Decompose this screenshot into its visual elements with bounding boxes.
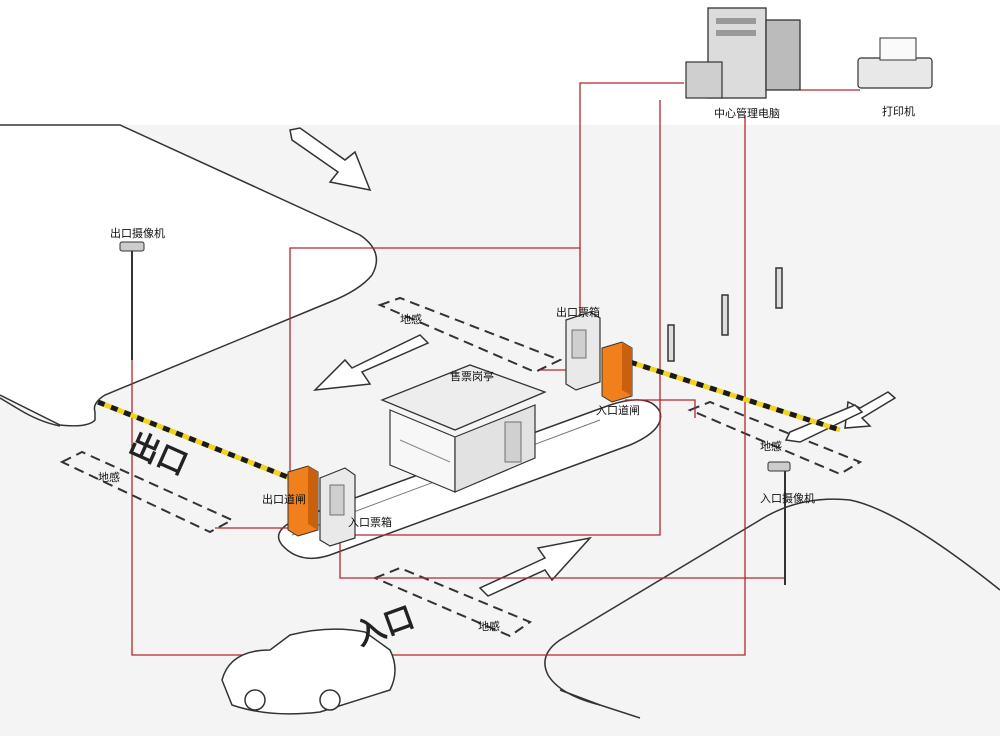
booth-icon [380,364,547,493]
label-exit-ticket-box: 出口票箱 [556,306,600,319]
wire-entry-camera [339,535,785,579]
label-entry-barrier: 入口道闸 [596,404,640,417]
loop-sensor-zones [59,296,863,638]
label-loop-sensor-right: 地感 [760,440,782,453]
wire-pc-cameras [131,115,746,656]
entry-barrier [601,341,633,403]
exit-ticket-box [565,311,601,391]
label-entry-ticket-box: 入口票箱 [348,516,392,529]
road-curb-upper-left [0,124,378,427]
label-printer: 打印机 [882,105,915,118]
label-entry-camera: 入口摄像机 [760,492,815,505]
entry-boom-stripes [629,359,841,433]
computer-icon [685,7,801,99]
arrow-icon [312,334,430,391]
exit-barrier [287,465,319,537]
camera-icon [119,241,145,360]
exit-boom-stripes [97,399,291,481]
label-exit-barrier: 出口道闸 [262,493,306,506]
loop-zone-upper [377,296,563,374]
road-curb-lower-right [544,498,1000,719]
label-exit-camera: 出口摄像机 [110,227,165,240]
wire-entry-barrier [625,399,696,418]
label-loop-sensor-bottom: 地感 [478,620,500,633]
label-loop-sensor-upper: 地感 [400,313,422,326]
loop-zone-bottom [372,566,533,638]
bollard-icon [667,267,783,362]
car-icon [221,628,396,715]
label-loop-sensor-left: 地感 [98,471,120,484]
loop-zone-right [687,400,863,476]
curb-edge-2 [559,689,601,706]
wire-entry-box [340,100,661,536]
wiring [131,82,860,656]
curb-edge [0,397,61,427]
entry-ticket-box [319,467,356,547]
printer-icon [857,37,933,89]
arrow-icon [478,536,593,597]
label-ticket-booth: 售票岗亭 [450,370,494,383]
camera-icon [767,461,791,585]
label-central-pc: 中心管理电脑 [714,107,780,120]
arrow-icon [289,127,372,192]
